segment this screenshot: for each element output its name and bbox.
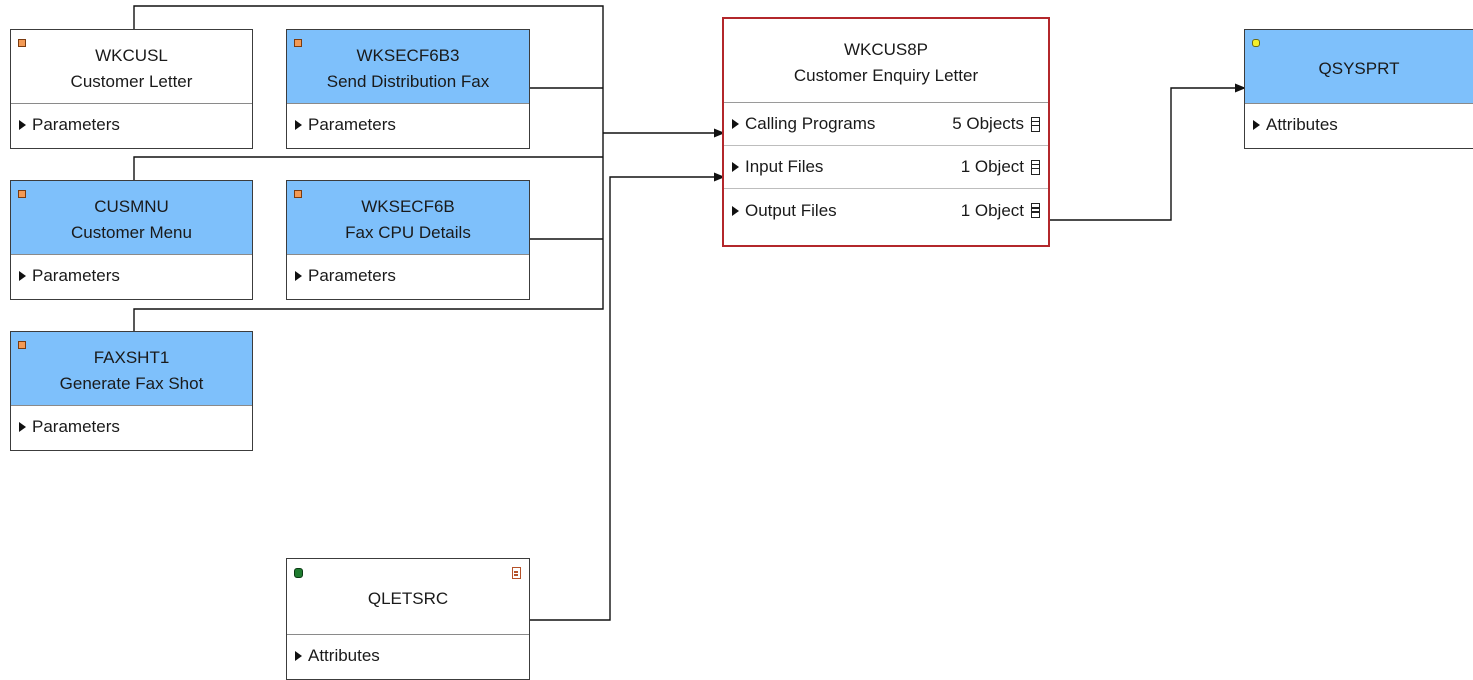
- list-icon[interactable]: [1031, 203, 1040, 218]
- count-text: 1 Object: [960, 200, 1024, 220]
- object-description: Customer Menu: [71, 222, 192, 242]
- section-label: Parameters: [32, 115, 120, 134]
- section-label: Attributes: [1266, 115, 1338, 134]
- list-icon[interactable]: [1031, 159, 1040, 175]
- object-name: WKSECF6B: [361, 196, 455, 216]
- object-description: Send Distribution Fax: [326, 71, 490, 91]
- object-name: WKCUSL: [95, 45, 168, 65]
- node-wksecf6b[interactable]: WKSECF6B Fax CPU Details Parameters: [286, 180, 530, 300]
- node-wkcusl[interactable]: WKCUSL Customer Letter Parameters: [10, 29, 253, 149]
- expand-arrow-icon[interactable]: [732, 119, 739, 129]
- input-files-row[interactable]: Input Files 1 Object: [724, 146, 1048, 189]
- expand-arrow-icon[interactable]: [19, 271, 26, 281]
- node-header: WKSECF6B Fax CPU Details: [287, 181, 529, 255]
- program-icon: [294, 190, 302, 198]
- section-label: Parameters: [32, 266, 120, 285]
- object-count: 1 Object: [961, 157, 1040, 177]
- source-member-icon: [512, 567, 521, 579]
- program-icon: [18, 341, 26, 349]
- program-icon: [18, 190, 26, 198]
- object-count: 1 Object: [961, 201, 1040, 221]
- node-qletsrc[interactable]: QLETSRC Attributes: [286, 558, 530, 680]
- expand-arrow-icon[interactable]: [732, 162, 739, 172]
- object-name: CUSMNU: [94, 196, 169, 216]
- section-label: Parameters: [308, 115, 396, 134]
- node-wksecf6b3[interactable]: WKSECF6B3 Send Distribution Fax Paramete…: [286, 29, 530, 149]
- calling-programs-row[interactable]: Calling Programs 5 Objects: [724, 103, 1048, 146]
- expand-arrow-icon[interactable]: [19, 422, 26, 432]
- node-header: FAXSHT1 Generate Fax Shot: [11, 332, 252, 406]
- printer-device-icon: [1252, 39, 1260, 47]
- object-name: WKCUS8P: [843, 39, 929, 59]
- section-label: Parameters: [32, 417, 120, 436]
- node-header: WKCUS8P Customer Enquiry Letter: [724, 19, 1048, 103]
- connector-cusmnu: [133, 156, 603, 180]
- node-header: QSYSPRT: [1245, 30, 1473, 104]
- attributes-expander[interactable]: Attributes: [1245, 104, 1473, 146]
- connector-qsysprt: [1048, 83, 1247, 221]
- object-name: QLETSRC: [367, 588, 449, 608]
- node-header: WKCUSL Customer Letter: [11, 30, 252, 104]
- parameters-expander[interactable]: Parameters: [287, 255, 529, 297]
- expand-arrow-icon[interactable]: [732, 205, 739, 216]
- output-files-row[interactable]: Output Files 1 Object: [724, 189, 1048, 232]
- section-label: Parameters: [308, 266, 396, 285]
- list-icon[interactable]: [1031, 116, 1040, 132]
- database-file-icon: [294, 568, 303, 578]
- object-name: FAXSHT1: [93, 347, 170, 367]
- row-label: Output Files: [745, 200, 837, 220]
- connector-wkcusl: [133, 5, 604, 133]
- expand-arrow-icon[interactable]: [295, 120, 302, 130]
- attributes-expander[interactable]: Attributes: [287, 635, 529, 677]
- object-description: Customer Enquiry Letter: [793, 65, 979, 85]
- node-header: WKSECF6B3 Send Distribution Fax: [287, 30, 529, 104]
- expand-arrow-icon[interactable]: [295, 651, 302, 661]
- parameters-expander[interactable]: Parameters: [11, 406, 252, 448]
- row-label: Calling Programs: [745, 114, 876, 133]
- connector-qletsrc: [529, 172, 726, 621]
- row-label: Input Files: [745, 157, 824, 176]
- node-cusmnu[interactable]: CUSMNU Customer Menu Parameters: [10, 180, 253, 300]
- object-description: Customer Letter: [70, 71, 193, 91]
- parameters-expander[interactable]: Parameters: [11, 104, 252, 146]
- node-header: QLETSRC: [287, 559, 529, 635]
- program-icon: [294, 39, 302, 47]
- object-name: WKSECF6B3: [356, 45, 460, 65]
- expand-arrow-icon[interactable]: [295, 271, 302, 281]
- object-name: QSYSPRT: [1318, 58, 1400, 78]
- count-text: 1 Object: [960, 157, 1024, 176]
- expand-arrow-icon[interactable]: [1253, 120, 1260, 130]
- object-count: 5 Objects: [952, 114, 1040, 134]
- parameters-expander[interactable]: Parameters: [11, 255, 252, 297]
- expand-arrow-icon[interactable]: [19, 120, 26, 130]
- program-icon: [18, 39, 26, 47]
- connector-faxsht1: [133, 133, 604, 331]
- node-wkcus8p[interactable]: WKCUS8P Customer Enquiry Letter Calling …: [722, 17, 1050, 247]
- section-label: Attributes: [308, 646, 380, 665]
- count-text: 5 Objects: [952, 114, 1024, 133]
- object-description: Generate Fax Shot: [59, 373, 204, 393]
- object-description: Fax CPU Details: [345, 222, 471, 242]
- node-qsysprt[interactable]: QSYSPRT Attributes: [1244, 29, 1473, 149]
- node-header: CUSMNU Customer Menu: [11, 181, 252, 255]
- node-faxsht1[interactable]: FAXSHT1 Generate Fax Shot Parameters: [10, 331, 253, 451]
- parameters-expander[interactable]: Parameters: [287, 104, 529, 146]
